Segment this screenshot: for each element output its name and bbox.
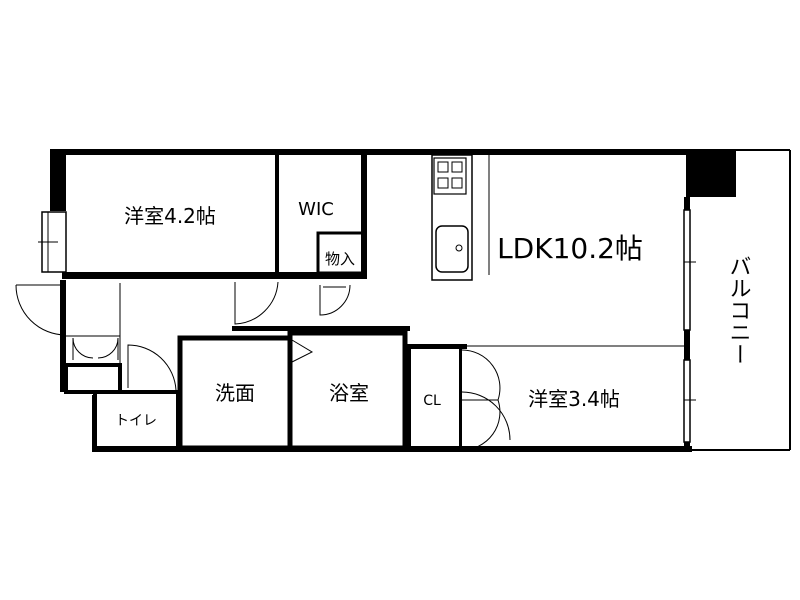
ldk-label: LDK10.2帖 <box>497 232 643 265</box>
kitchen-counter <box>431 154 490 281</box>
balcony-label: バルコニー <box>726 255 751 365</box>
storage-label: 物入 <box>325 250 355 268</box>
bathroom-label: 浴室 <box>329 381 369 405</box>
balcony-outline <box>690 149 791 451</box>
wic-label: WIC <box>298 199 334 220</box>
washroom-label: 洗面 <box>215 381 255 405</box>
closet-label: CL <box>423 393 441 409</box>
toilet-label: トイレ <box>115 413 157 429</box>
western-room-2-label: 洋室3.4帖 <box>528 387 620 411</box>
doors <box>15 281 511 451</box>
room-labels: 洋室4.2帖 WIC 物入 LDK10.2帖 バルコニー 洗面 浴室 CL 洋室… <box>115 199 751 429</box>
exterior-walls <box>50 149 736 452</box>
western-room-1-label: 洋室4.2帖 <box>124 204 216 228</box>
windows <box>38 209 696 443</box>
